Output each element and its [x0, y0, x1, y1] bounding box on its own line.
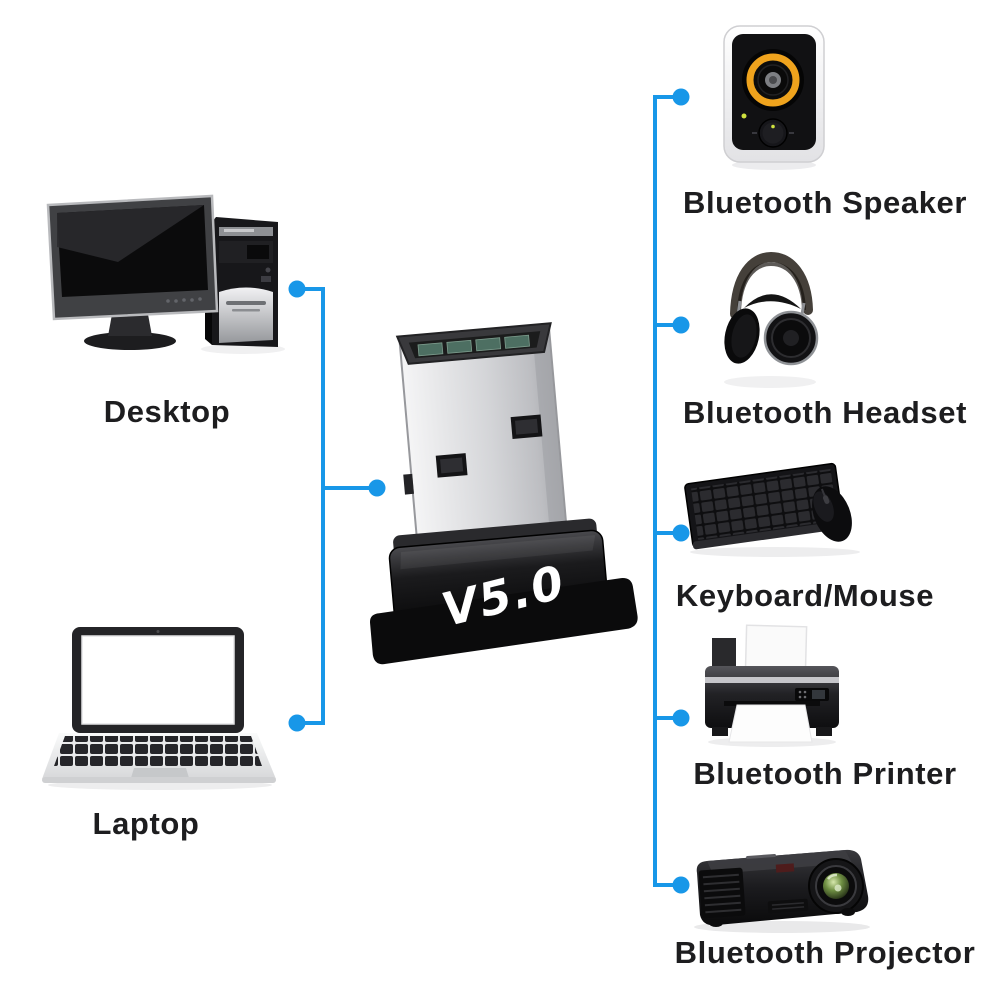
dot-laptop	[288, 714, 306, 732]
desktop-monitor-icon	[46, 194, 219, 350]
bluetooth-printer-label: Bluetooth Printer	[693, 756, 957, 791]
bluetooth-projector-icon	[694, 849, 870, 933]
right-connector-path	[653, 95, 681, 887]
left-connector-path	[297, 287, 325, 725]
laptop-label: Laptop	[92, 806, 200, 841]
usb-contacts	[417, 334, 530, 357]
bluetooth-headset-icon	[724, 251, 819, 388]
connector-dots	[288, 88, 690, 894]
dot-adapter	[368, 479, 386, 497]
dot-desktop	[288, 280, 306, 298]
keyboard-mouse-icon	[684, 462, 860, 557]
dot-speaker	[672, 88, 690, 106]
dot-headset	[672, 316, 690, 334]
usb-bluetooth-adapter: V5.0	[370, 322, 638, 665]
desktop-icon	[46, 194, 285, 354]
bluetooth-headset-label: Bluetooth Headset	[682, 395, 968, 430]
adapter-black-cap: V5.0	[370, 518, 638, 665]
laptop-icon	[42, 627, 276, 790]
connector-lines	[297, 95, 681, 887]
bluetooth-speaker-icon	[723, 25, 825, 170]
keyboard-mouse-label: Keyboard/Mouse	[675, 578, 935, 613]
dot-keyboard-mouse	[672, 524, 690, 542]
mouse-icon	[812, 486, 852, 542]
dot-projector	[672, 876, 690, 894]
dot-printer	[672, 709, 690, 727]
bluetooth-printer-icon	[705, 624, 839, 747]
bluetooth-speaker-label: Bluetooth Speaker	[682, 185, 968, 220]
bluetooth-projector-label: Bluetooth Projector	[674, 935, 976, 970]
desktop-label: Desktop	[103, 394, 231, 429]
